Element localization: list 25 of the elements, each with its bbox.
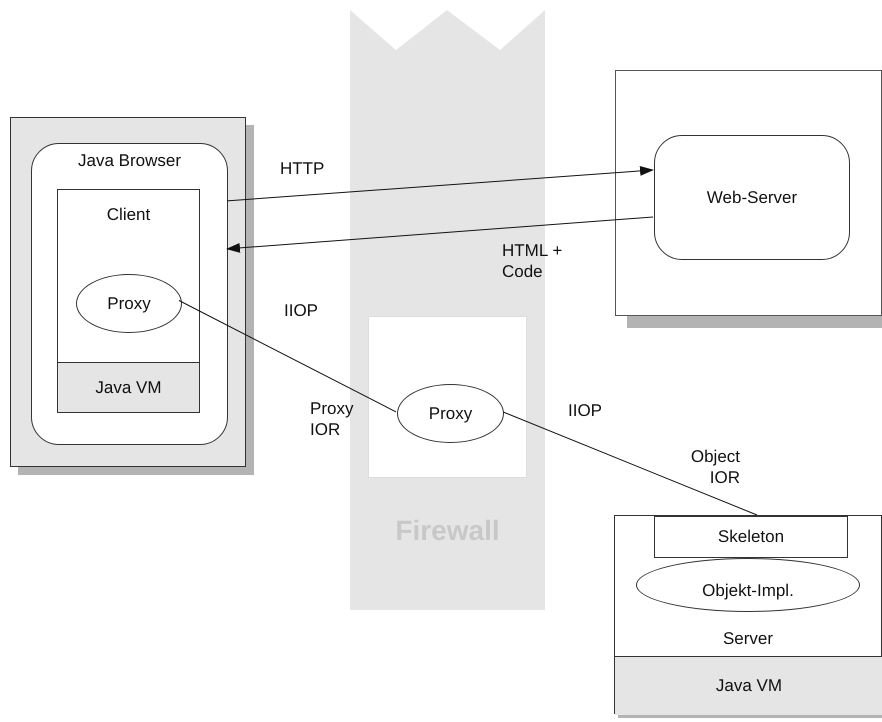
edge-label: HTTP bbox=[280, 158, 324, 180]
node-label: Web-Server bbox=[706, 188, 798, 207]
node-label: Proxy bbox=[428, 404, 472, 423]
client-box bbox=[57, 189, 200, 363]
skeleton-box bbox=[654, 516, 848, 558]
edge-label: HTML + Code bbox=[502, 240, 564, 282]
node-label: Java Browser bbox=[78, 151, 181, 170]
connector-arrow bbox=[226, 166, 654, 202]
node-label: Objekt-Impl. bbox=[702, 580, 794, 600]
node-label: Proxy bbox=[107, 294, 151, 313]
edge-label: IIOP bbox=[568, 400, 602, 422]
annotation-label: Proxy IOR bbox=[310, 398, 354, 440]
vm-band bbox=[615, 656, 882, 715]
browser-box bbox=[31, 143, 228, 445]
web-server-box bbox=[654, 135, 850, 260]
firewall-proxy-box bbox=[368, 316, 527, 478]
node-label: Client bbox=[106, 205, 150, 224]
vm-band bbox=[57, 362, 200, 413]
node-label: Skeleton bbox=[718, 527, 784, 546]
node-label: Server bbox=[722, 628, 774, 650]
connector-arrow bbox=[226, 216, 654, 253]
edge-label: IIOP bbox=[284, 300, 318, 322]
node-label: Java VM bbox=[716, 676, 782, 696]
node-label: Java VM bbox=[95, 378, 162, 397]
annotation-label: Object IOR bbox=[690, 446, 740, 488]
